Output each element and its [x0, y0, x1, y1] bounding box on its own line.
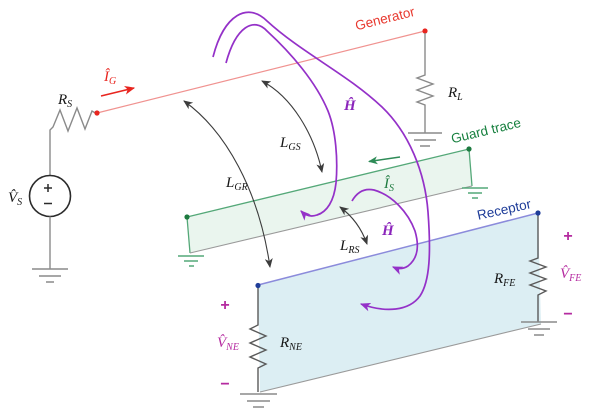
rfe-label: RFE [493, 271, 515, 289]
plus-sign-source [44, 184, 52, 192]
ground-symbol-rl [408, 132, 442, 147]
ground-symbol-rfe [521, 321, 557, 336]
node-dot-generator-left [94, 110, 100, 116]
h-field-hook [351, 188, 419, 275]
lgr-coupling-arrow [183, 100, 273, 268]
h-field-arc-outer [212, 11, 431, 312]
receptor-edge-top [257, 212, 539, 286]
rne-resistor [248, 287, 268, 392]
ig-current-arrow [100, 85, 136, 97]
vne-label: V̂NE [217, 335, 239, 353]
h-field-arc-inner [225, 24, 338, 221]
lgr-label: LGR [225, 175, 248, 193]
lrs-coupling-arrow [339, 206, 368, 245]
h-field-lines [212, 11, 431, 312]
ground-symbol-source [32, 268, 68, 283]
is-current-arrow [368, 156, 401, 165]
receptor-polygon [258, 213, 541, 392]
vs-label: V̂S [8, 190, 22, 208]
rl-label: RL [447, 85, 463, 103]
receptor-edge-bottom [259, 323, 542, 393]
source-circuit: V̂S RS [8, 92, 98, 283]
lrs-label: LRS [339, 238, 359, 256]
ig-label: ÎG [103, 68, 116, 87]
receptor-trace: Receptor RNE RFE V̂NE + − V̂FE + − [217, 196, 581, 408]
h-field-label-top: Ĥ [343, 97, 357, 114]
guard-trace-label: Guard trace [450, 115, 523, 146]
node-dot-guard-right [466, 146, 472, 152]
rs-label: RS [57, 92, 72, 110]
node-dot-receptor-left [255, 282, 261, 289]
plus-sign-fe: + [563, 228, 572, 245]
plus-sign-ne: + [220, 297, 229, 314]
generator-trace: ÎG Generator RL [94, 4, 463, 147]
is-label: ÎS [383, 175, 394, 194]
lgs-label: LGS [279, 135, 301, 153]
node-dot-generator-right [422, 28, 428, 34]
ground-symbol-guard-left [178, 255, 204, 267]
node-dot-receptor-right [535, 210, 541, 216]
mutual-inductance-arrows [183, 80, 368, 268]
generator-line [96, 30, 426, 114]
rne-label: RNE [279, 335, 302, 353]
rs-resistor [49, 106, 98, 177]
vfe-label: V̂FE [560, 266, 581, 284]
ground-symbol-guard-right [462, 187, 488, 199]
lgs-coupling-arrow [261, 80, 325, 173]
h-field-label-bottom: Ĥ [381, 222, 395, 239]
rfe-resistor [528, 215, 548, 322]
rl-resistor [415, 33, 435, 133]
vs-source-circle [28, 174, 72, 218]
minus-sign-fe: − [563, 306, 572, 323]
minus-sign-ne: − [220, 376, 229, 393]
generator-label: Generator [354, 4, 417, 33]
ground-symbol-rne [240, 393, 277, 408]
node-dot-guard-left [184, 214, 190, 220]
